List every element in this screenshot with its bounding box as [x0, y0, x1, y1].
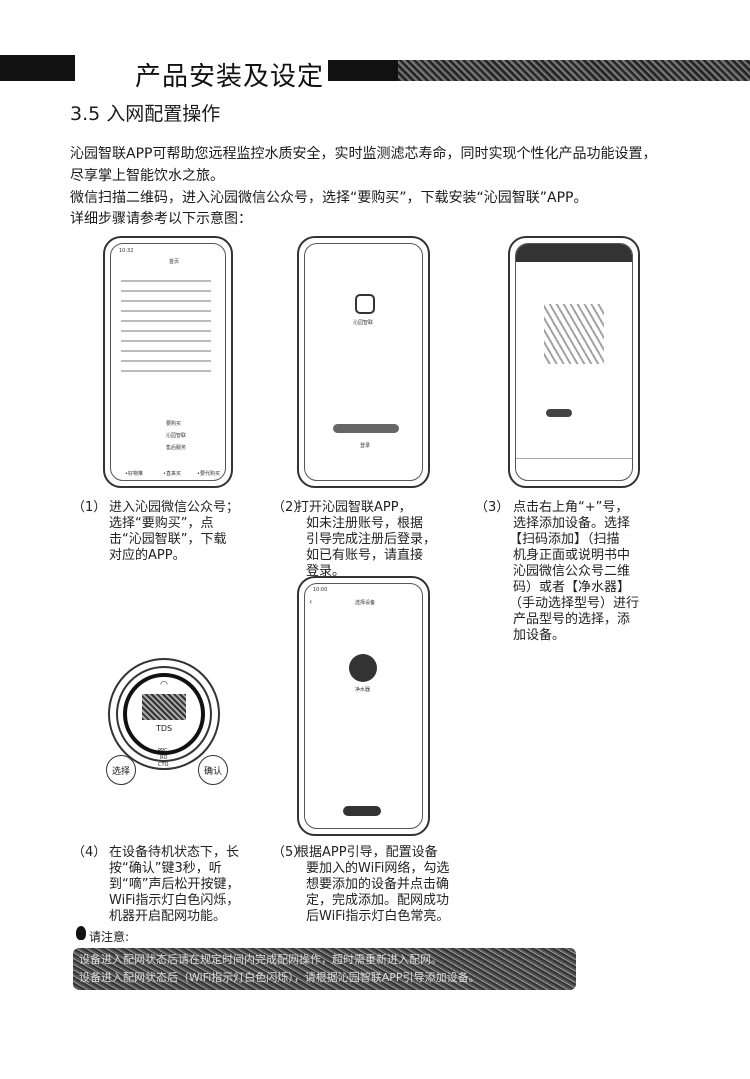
add-device-button[interactable]	[546, 409, 572, 417]
lightbulb-icon	[76, 926, 86, 940]
menu-item[interactable]: 售后服务	[166, 445, 187, 451]
mode-label: CTO	[158, 762, 169, 768]
login-link[interactable]: 登录	[360, 443, 371, 449]
step-text: 对应的APP。	[109, 548, 186, 563]
mode-label: PPC	[158, 748, 168, 754]
step-text: 引导完成注册后登录，	[306, 532, 437, 547]
top-banner	[516, 244, 632, 262]
app-logo-icon	[355, 294, 375, 314]
step-text: 根据APP引导，配置设备	[296, 845, 438, 860]
phone-app-login: 沁园智联 登录	[297, 236, 430, 488]
chat-messages	[121, 272, 211, 372]
intro-line: 详细步骤请参考以下示意图：	[70, 211, 252, 227]
step-text: WiFi指示灯白色闪烁，	[109, 893, 240, 908]
app-name: 沁园智联	[353, 320, 374, 326]
step-text: 加设备。	[513, 628, 566, 643]
step-text: 定，完成添加。配网成功	[306, 893, 450, 908]
step-text: 选择添加设备。选择	[513, 516, 631, 531]
tds-label: TDS	[156, 724, 173, 733]
step-text: 想要添加的设备并点击确	[306, 877, 450, 892]
mode-label: RO	[160, 755, 168, 761]
confirm-button[interactable]	[343, 806, 381, 816]
step-text: 产品型号的选择，添	[513, 612, 631, 627]
device-control-panel: ◠ TDS PPC RO CTO	[108, 658, 220, 770]
intro-line: 沁园智联APP可帮助您远程监控水质安全，实时监测滤芯寿命，同时实现个性化产品功能…	[70, 146, 657, 162]
device-label: 净水器	[355, 687, 371, 693]
phone-app-home	[508, 236, 640, 488]
note-line: 设备进入配网状态后（WiFi指示灯白色闪烁），请根据沁园智联APP引导添加设备。	[79, 971, 480, 984]
step-text: 如未注册账号，根据	[306, 516, 424, 531]
screen-title: 首页	[169, 259, 180, 265]
step-text: 到“嘀”声后松开按键，	[109, 877, 240, 892]
menu-item[interactable]: 沁园智联	[166, 433, 187, 439]
step-text: 【扫码添加】（扫描	[509, 532, 620, 547]
step-text: 按“确认”键3秒，听	[109, 861, 222, 876]
note-label: 请注意:	[89, 930, 130, 944]
step-text: 选择“要购买”，点	[109, 516, 214, 531]
note-line: 设备进入配网状态后请在规定时间内完成配网操作，超时需重新进入配网。	[79, 953, 442, 966]
step-text: 如已有账号，请直接	[306, 548, 424, 563]
phone-wechat-account: 10:32 首页 要购买 沁园智联 售后服务 •好物推 •直来买 •要代购买	[103, 236, 233, 488]
step-text: 进入沁园微信公众号；	[109, 500, 240, 515]
back-icon[interactable]: ‹	[309, 597, 313, 606]
illustration	[544, 304, 604, 364]
step-number: （3）	[475, 500, 510, 515]
intro-line: 尽享掌上智能饮水之旅。	[70, 168, 224, 184]
step-text: 机器开启配网功能。	[109, 909, 227, 924]
step-text: 码）或者【净水器】	[513, 580, 631, 595]
status-time: 10:00	[313, 587, 328, 593]
step-number: （5）	[272, 845, 307, 860]
section-title: 3.5 入网配置操作	[70, 103, 221, 125]
nav-item[interactable]: •直来买	[163, 471, 181, 477]
status-time: 10:32	[119, 248, 134, 254]
phone-select-device: 10:00 ‹ 选择设备 净水器	[297, 576, 430, 836]
step-text: 后WiFi指示灯白色常亮。	[306, 909, 450, 924]
header-black-block	[0, 55, 75, 81]
primary-button[interactable]	[333, 424, 399, 433]
screen-title: 选择设备	[355, 600, 376, 606]
step-text: 机身正面或说明书中	[513, 548, 631, 563]
nav-item[interactable]: •要代购买	[197, 471, 220, 477]
step-text: 沁园微信公众号二维	[513, 564, 631, 579]
wifi-icon: ◠	[160, 680, 168, 690]
step-text: 击“沁园智联”，下载	[109, 532, 227, 547]
display-screen	[142, 694, 186, 720]
step-text: 点击右上角“+”号，	[513, 500, 629, 515]
step-text: 打开沁园智联APP，	[296, 500, 412, 515]
menu-item[interactable]: 要购买	[166, 421, 182, 427]
note-box: 设备进入配网状态后请在规定时间内完成配网操作，超时需重新进入配网。 设备进入配网…	[73, 948, 576, 990]
step-number: （4）	[72, 845, 107, 860]
select-button[interactable]: 选择	[106, 755, 136, 785]
step-text: 要加入的WiFi网络，勾选	[306, 861, 450, 876]
step-text: 在设备待机状态下，长	[109, 845, 240, 860]
device-avatar[interactable]	[349, 654, 377, 682]
header-decorative-bar	[328, 60, 750, 81]
bottom-nav	[516, 458, 632, 480]
step-text: 登录。	[306, 564, 346, 579]
chapter-title: 产品安装及设定	[135, 62, 325, 92]
step-number: （1）	[72, 500, 107, 515]
intro-line: 微信扫描二维码，进入沁园微信公众号，选择“要购买”，下载安装“沁园智联”APP。	[70, 190, 588, 206]
step-number: （2）	[272, 500, 307, 515]
confirm-button[interactable]: 确认	[198, 755, 228, 785]
step-text: （手动选择型号）进行	[509, 596, 640, 611]
nav-item[interactable]: •好物推	[125, 471, 143, 477]
